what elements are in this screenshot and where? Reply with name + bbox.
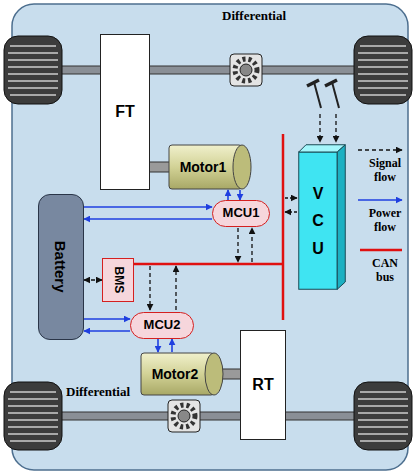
tire <box>4 382 62 450</box>
motor-shaft <box>222 369 242 379</box>
can-bus-line <box>134 263 283 266</box>
signal-arrow <box>175 266 176 310</box>
differential-housing <box>168 400 200 432</box>
power-connector <box>84 318 130 320</box>
pedal-symbol <box>307 80 321 108</box>
tire-tread <box>358 392 408 441</box>
power-connector <box>239 190 241 200</box>
power-connector <box>171 339 173 352</box>
signal-arrow <box>319 114 320 142</box>
gear-teeth <box>173 405 195 427</box>
tire <box>354 382 412 450</box>
node-label: MCU1 <box>223 206 260 221</box>
bms-box: BMS <box>102 258 134 302</box>
wheel <box>354 36 412 104</box>
pedal-arm <box>314 82 321 108</box>
pedal-plate <box>325 80 337 86</box>
node-label: Motor1 <box>180 159 227 175</box>
gear-teeth <box>235 59 257 81</box>
wheel <box>354 382 412 450</box>
power-connector <box>84 218 212 220</box>
battery-pack: Battery <box>38 194 84 340</box>
can-bus-line <box>282 134 285 320</box>
legend-label: Power flow <box>369 206 402 234</box>
motor-shaft <box>148 162 170 172</box>
motor-end <box>205 353 223 395</box>
wheel <box>4 382 62 450</box>
signal-connector <box>84 279 102 280</box>
motor-body <box>169 145 242 189</box>
signal-arrow <box>285 197 297 198</box>
controller-pill: MCU1 <box>212 200 270 227</box>
tire-tread <box>8 392 58 441</box>
signal-arrow <box>251 228 252 262</box>
tire-tread <box>358 46 408 95</box>
motor-cylinder: Motor2 <box>140 352 224 396</box>
power-connector <box>157 339 159 352</box>
legend-label: CAN bus <box>372 256 398 284</box>
power-connector <box>84 330 130 332</box>
motor-cylinder: Motor1 <box>168 144 252 190</box>
pedal-symbol <box>325 80 339 108</box>
legend-item: Power flow <box>364 206 406 234</box>
vehicle-body <box>12 4 408 470</box>
transmission-box: RT <box>240 330 286 440</box>
rear-axle <box>60 412 356 420</box>
power-connector <box>84 206 212 208</box>
legend-label: Signal flow <box>369 156 401 184</box>
node-label: MCU2 <box>144 318 181 333</box>
legend-can-sample <box>360 249 402 252</box>
power-connector <box>227 190 229 200</box>
differential-gear <box>168 400 200 432</box>
vcu-side <box>337 145 345 290</box>
vcu-front <box>299 152 338 289</box>
pedal-plate <box>307 80 319 86</box>
gear-hub <box>240 64 252 76</box>
wheel <box>4 36 62 104</box>
motor-body <box>141 353 214 395</box>
transmission-box: FT <box>100 34 150 190</box>
gear-hub <box>178 410 190 422</box>
motor-end <box>233 145 251 189</box>
part-label: Differential <box>66 384 130 400</box>
pedal-arm <box>332 82 339 108</box>
legend-signal-sample <box>358 149 402 150</box>
differential-gear <box>230 54 262 86</box>
signal-arrow <box>285 211 297 212</box>
controller-pill: MCU2 <box>130 312 194 339</box>
tire <box>4 36 62 104</box>
tire <box>354 36 412 104</box>
legend-item: Signal flow <box>364 156 406 184</box>
legend-item: CAN bus <box>364 256 406 284</box>
node-label: BMS <box>111 267 125 294</box>
part-label: Differential <box>222 8 286 24</box>
node-label: Battery <box>52 241 69 293</box>
node-label: V C U <box>310 180 326 262</box>
differential-housing <box>230 54 262 86</box>
legend-power-sample <box>358 199 402 201</box>
signal-arrow <box>149 266 150 310</box>
node-label: Motor2 <box>152 366 199 382</box>
node-label: RT <box>252 376 273 394</box>
node-label: FT <box>115 103 135 121</box>
vcu-box: V C U <box>298 144 346 290</box>
signal-arrow <box>335 114 336 142</box>
signal-arrow <box>237 228 238 262</box>
tire-tread <box>8 46 58 95</box>
